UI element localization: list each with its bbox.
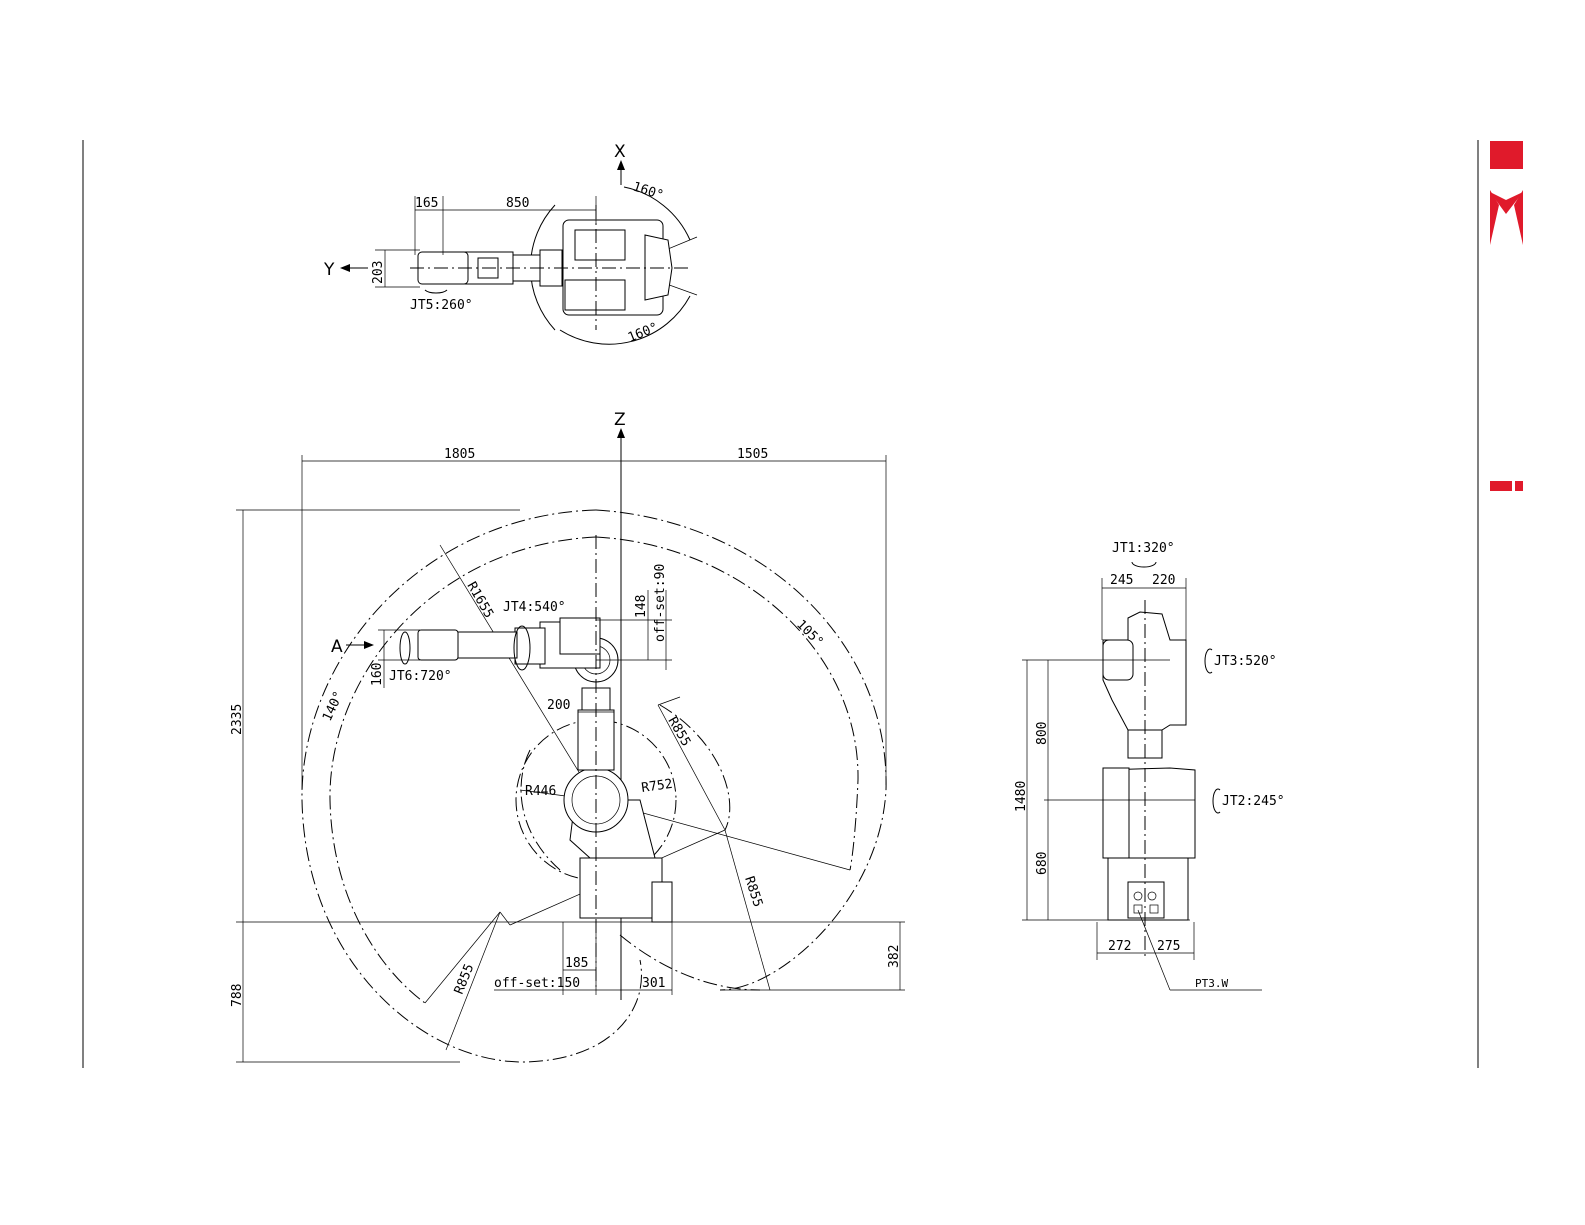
z-axis-label: Z — [614, 410, 626, 430]
dim-382-label: 382 — [887, 945, 902, 968]
bottom-angle-label: 160° — [626, 320, 661, 346]
dim-1480-label: 1480 — [1014, 781, 1029, 812]
r446-inner-arc — [521, 750, 560, 870]
jt5-rotation-arrow-icon — [425, 290, 447, 293]
dim-148-label: 148 — [634, 595, 649, 618]
side-view: Z 1805 1505 2335 788 382 — [230, 410, 905, 1062]
y-axis-label: Y — [323, 260, 335, 280]
r752-label: R752 — [640, 777, 673, 796]
jt2-label: JT2:245° — [1222, 794, 1285, 809]
jt2-rotation-icon — [1213, 789, 1220, 813]
connector-panel — [1128, 882, 1164, 918]
angle-140-label: 140° — [320, 689, 347, 724]
offset-150-label: off-set:150 — [494, 976, 580, 991]
dim-788-label: 788 — [230, 984, 245, 1007]
jt3-rotation-icon — [1205, 649, 1212, 673]
dim-220-label: 220 — [1152, 573, 1175, 588]
small-logo-mark-icon — [1490, 481, 1523, 491]
jt5-label: JT5:260° — [410, 298, 473, 313]
front-view: JT1:320° 245 220 800 680 1480 JT3:520° J… — [1014, 541, 1285, 990]
dim-275-label: 275 — [1157, 939, 1180, 954]
r855-label-b: R855 — [741, 875, 765, 909]
dim-1505-label: 1505 — [737, 447, 768, 462]
dim-165-label: 165 — [415, 196, 438, 211]
r855-label-a: R855 — [665, 715, 694, 750]
base-side — [580, 858, 662, 918]
r855-line-b — [725, 830, 770, 990]
jt3-label: JT3:520° — [1214, 654, 1277, 669]
dim-245-label: 245 — [1110, 573, 1133, 588]
r1655-label: R1655 — [464, 580, 497, 621]
r446-label: R446 — [525, 784, 556, 799]
offset-90-label: off-set:90 — [653, 564, 668, 642]
arm-tube-side-2 — [455, 632, 517, 658]
dim-1805-label: 1805 — [444, 447, 475, 462]
dim-160-label: 160 — [370, 663, 385, 686]
base-side-rear — [652, 882, 672, 922]
dim-2335-label: 2335 — [230, 704, 245, 735]
base-top-block-lower — [565, 280, 625, 310]
r855-line-c — [446, 912, 500, 1050]
jt1-rotation-icon — [1132, 562, 1156, 567]
dim-301-label: 301 — [642, 976, 665, 991]
kawasaki-logo-icon — [1490, 141, 1523, 245]
jt2-cap-front — [1103, 768, 1129, 858]
dim-203-label: 203 — [371, 261, 386, 284]
wrist-side — [418, 630, 458, 660]
a-view-arrow-icon — [364, 641, 374, 649]
top-view: X Y 160° 160° 165 850 203 — [323, 142, 697, 346]
pt3w-label: PT3.W — [1195, 977, 1228, 990]
envelope-notch-lower — [500, 912, 510, 925]
dim-800-label: 800 — [1035, 722, 1050, 745]
base-top-block — [575, 230, 625, 260]
angle-105-label: 105° — [793, 617, 826, 650]
r1655-line — [440, 545, 596, 800]
elbow-block-side — [560, 618, 600, 654]
dim-272-label: 272 — [1108, 939, 1131, 954]
envelope-notch — [658, 697, 680, 705]
x-axis-label: X — [614, 142, 626, 162]
jt1-label: JT1:320° — [1112, 541, 1175, 556]
dim-680-label: 680 — [1035, 852, 1050, 875]
dim-200-label: 200 — [547, 698, 570, 713]
y-axis-arrow-icon — [340, 264, 350, 272]
top-angle-label: 160° — [631, 180, 665, 204]
dim-850-label: 850 — [506, 196, 529, 211]
jt6-label: JT6:720° — [389, 669, 452, 684]
a-view-label: A — [331, 637, 343, 657]
dim-185-label: 185 — [565, 956, 588, 971]
jt6-rotation-icon — [400, 632, 410, 664]
jt4-label: JT4:540° — [503, 600, 566, 615]
